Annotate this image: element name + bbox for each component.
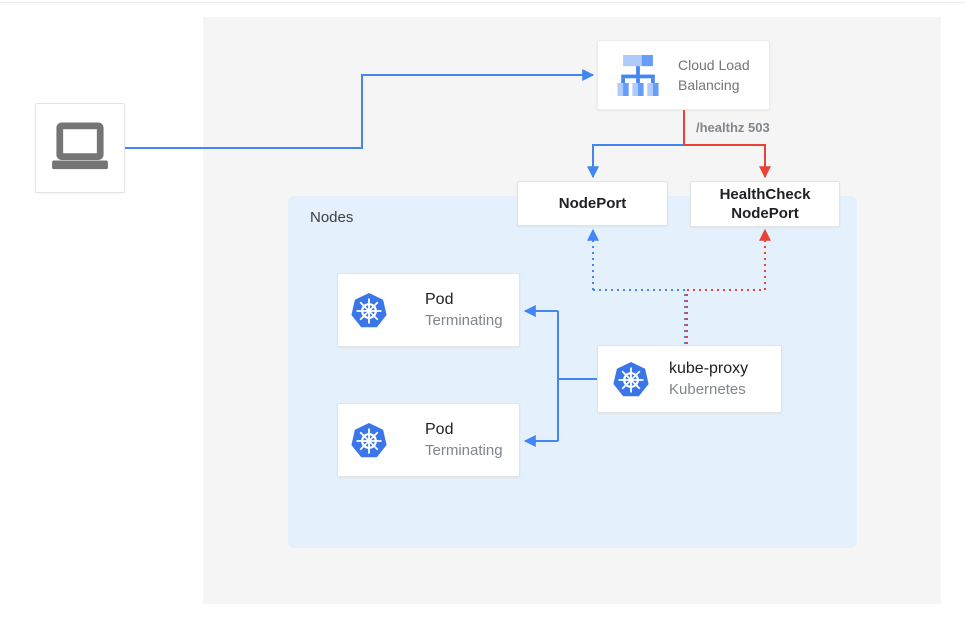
healthz-status-label: /healthz 503 [696, 120, 770, 135]
kube-proxy-title: kube-proxy [669, 360, 749, 377]
kube-proxy-box: kube-proxy Kubernetes [597, 345, 782, 413]
pod-status: Terminating [425, 312, 503, 329]
pod-title: Pod [425, 291, 454, 308]
kubernetes-icon [611, 359, 651, 399]
kubernetes-icon [349, 420, 389, 460]
cloud-load-balancing-icon [617, 54, 659, 96]
pod-text: Pod Terminating [425, 419, 503, 461]
cloud-load-balancing-label: Cloud Load Balancing [678, 57, 750, 93]
pod-text: Pod Terminating [425, 289, 503, 331]
kube-proxy-subtitle: Kubernetes [669, 381, 746, 398]
kubernetes-icon [349, 290, 389, 330]
pod-status: Terminating [425, 442, 503, 459]
healthcheck-nodeport-box: HealthCheck NodePort [690, 181, 840, 227]
nodeport-label: NodePort [558, 195, 627, 212]
nodeport-box: NodePort [517, 181, 668, 226]
healthcheck-nodeport-label: HealthCheck NodePort [719, 186, 811, 222]
cloud-load-balancing-box: Cloud Load Balancing [597, 40, 770, 110]
pod-title: Pod [425, 421, 454, 438]
top-divider [0, 2, 965, 3]
pod-terminating-box-1: Pod Terminating [337, 273, 520, 347]
laptop-icon [52, 122, 108, 170]
client-box [35, 103, 125, 193]
pod-terminating-box-2: Pod Terminating [337, 403, 520, 477]
nodes-group-label: Nodes [310, 209, 354, 226]
kube-proxy-text: kube-proxy Kubernetes [669, 358, 748, 400]
